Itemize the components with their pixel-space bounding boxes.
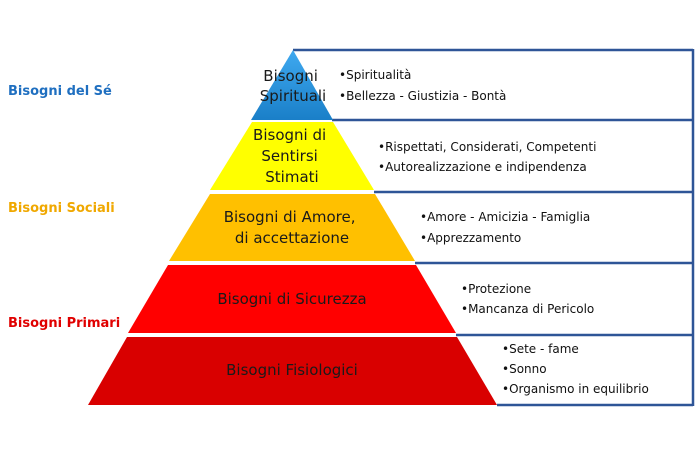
bullets-love: •Amore - Amicizia - Famiglia •Apprezzame… xyxy=(420,210,594,245)
side-label-self: Bisogni del Sé xyxy=(8,84,112,99)
level-title-safety: Bisogni di Sicurezza xyxy=(217,290,366,308)
bullets-safety: •Protezione •Mancanza di Pericolo xyxy=(461,282,594,316)
layer-physiological xyxy=(88,337,497,405)
side-label-primary: Bisogni Primari xyxy=(8,316,120,331)
layer-love xyxy=(169,194,415,261)
level-title-love: Bisogni di Amore, di accettazione xyxy=(224,208,361,247)
layer-spiritual xyxy=(251,50,333,120)
layer-esteem xyxy=(210,122,374,190)
side-label-social: Bisogni Sociali xyxy=(8,201,115,216)
level-title-esteem: Bisogni di Sentirsi Stimati xyxy=(253,126,331,186)
bullets-spiritual: •Spiritualità •Bellezza - Giustizia - Bo… xyxy=(339,68,506,103)
bullets-physiological: •Sete - fame •Sonno •Organismo in equili… xyxy=(502,342,649,396)
layer-safety xyxy=(128,265,456,333)
description-boxes xyxy=(293,48,695,407)
bullets-esteem: •Rispettati, Considerati, Competenti •Au… xyxy=(378,140,600,174)
level-title-physiological: Bisogni Fisiologici xyxy=(226,361,358,379)
level-title-spiritual: Bisogni Spirituali xyxy=(260,67,326,105)
